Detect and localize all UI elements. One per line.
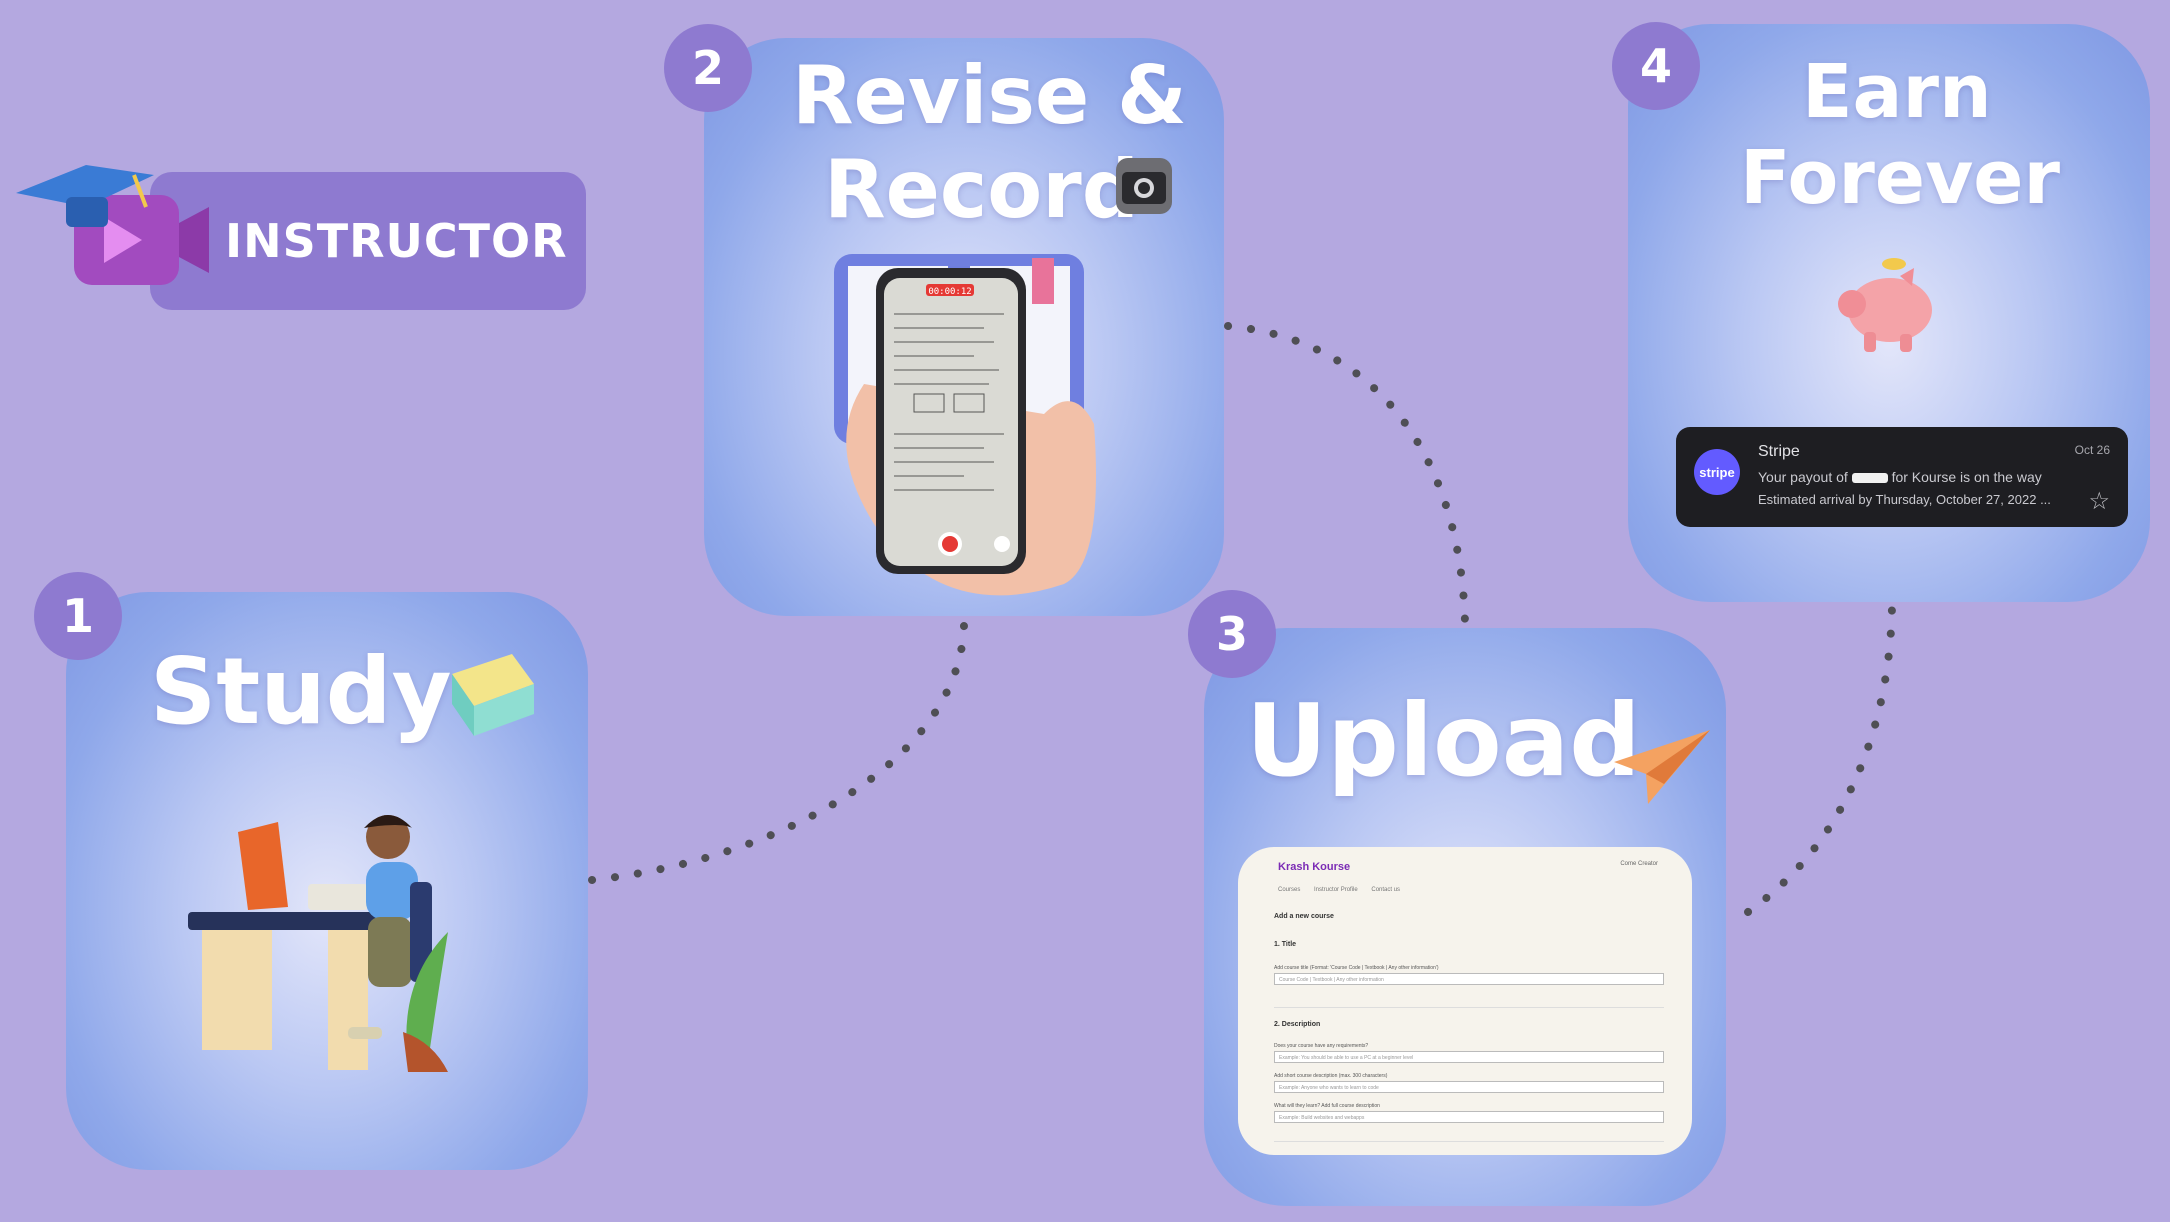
instructor-label: INSTRUCTOR [225,214,568,268]
step-2-badge: 2 [664,24,752,112]
instructor-pill: INSTRUCTOR [150,172,586,310]
stripe-logo-icon: stripe [1694,449,1740,495]
step-earn-title-line1: Earn [1802,49,1992,135]
form-heading: Add a new course [1274,913,1334,920]
step-upload-title: Upload [1246,682,1641,799]
notification-ellipsis: ... [2040,492,2051,507]
payout-suffix: for Kourse is on the way [1891,469,2042,485]
step-study-title: Study [150,638,452,745]
form-section-title: 1. Title [1274,941,1297,948]
connector-record-to-upload [1224,322,1469,626]
notification-arrival-line: Estimated arrival by Thursday, October 2… [1758,492,2051,507]
notification-date: Oct 26 [2074,443,2110,457]
step-study-card: Study 1 [66,592,588,1170]
form-nav-courses: Courses [1278,887,1301,893]
form-requirements-label: Does your course have any requirements? [1274,1043,1369,1049]
star-icon[interactable]: ☆ [2088,488,2110,515]
form-divider [1274,1007,1664,1008]
form-title-label: Add course title (Format: 'Course Code |… [1274,965,1439,971]
stripe-notification: stripe Stripe Oct 26 Your payout of for … [1676,427,2128,527]
camera-icon [1116,158,1172,214]
redacted-amount [1851,473,1888,484]
book-icon [452,654,534,736]
step-earn-title-line2: Forever [1740,135,2060,221]
connector-study-to-record [588,621,968,884]
payout-prefix: Your payout of [1758,469,1848,485]
step-record-card: Revise & Record 00:00:12 [704,38,1224,616]
notification-payout-line: Your payout of for Kourse is on the way [1758,469,2042,485]
record-timer: 00:00:12 [928,287,971,297]
phone-recording-illustration: 00:00:12 [834,254,1096,596]
form-bottom-divider [1274,1141,1664,1142]
form-learn-label: What will they learn? Add full course de… [1274,1103,1380,1109]
form-nav-contact: Contact us [1371,887,1401,893]
course-title-input: Course Code | Textbook | Any other infor… [1274,973,1664,985]
step-3-badge: 3 [1188,590,1276,678]
form-nav-profile: Instructor Profile [1314,887,1358,893]
short-description-input: Example: Anyone who wants to learn to co… [1274,1081,1664,1093]
form-section-description: 2. Description [1274,1021,1321,1028]
form-user: Come Creator [1620,861,1658,867]
connector-upload-to-earn [1744,602,1896,916]
requirements-input: Example: You should be able to use a PC … [1274,1051,1664,1063]
arrival-text: Estimated arrival by Thursday, October 2… [1758,492,2037,507]
step-1-badge: 1 [34,572,122,660]
notification-sender: Stripe [1758,443,1800,460]
step-record-title-line2: Record [824,143,1139,236]
instructor-logo-icon [16,165,209,285]
form-brand: Krash Kourse [1278,861,1351,873]
learn-description-input: Example: Build websites and webapps [1274,1111,1664,1123]
paper-plane-icon [1614,730,1710,804]
piggy-bank-icon [1838,258,1932,352]
step-record-title-line1: Revise & [792,49,1187,142]
step-4-badge: 4 [1612,22,1700,110]
upload-form-screenshot: Krash Kourse Come Creator Courses Instru… [1238,847,1692,1155]
form-short-desc-label: Add short course description (max. 300 c… [1274,1073,1388,1079]
form-nav: Courses Instructor Profile Contact us [1278,887,1412,893]
student-illustration [188,815,448,1072]
